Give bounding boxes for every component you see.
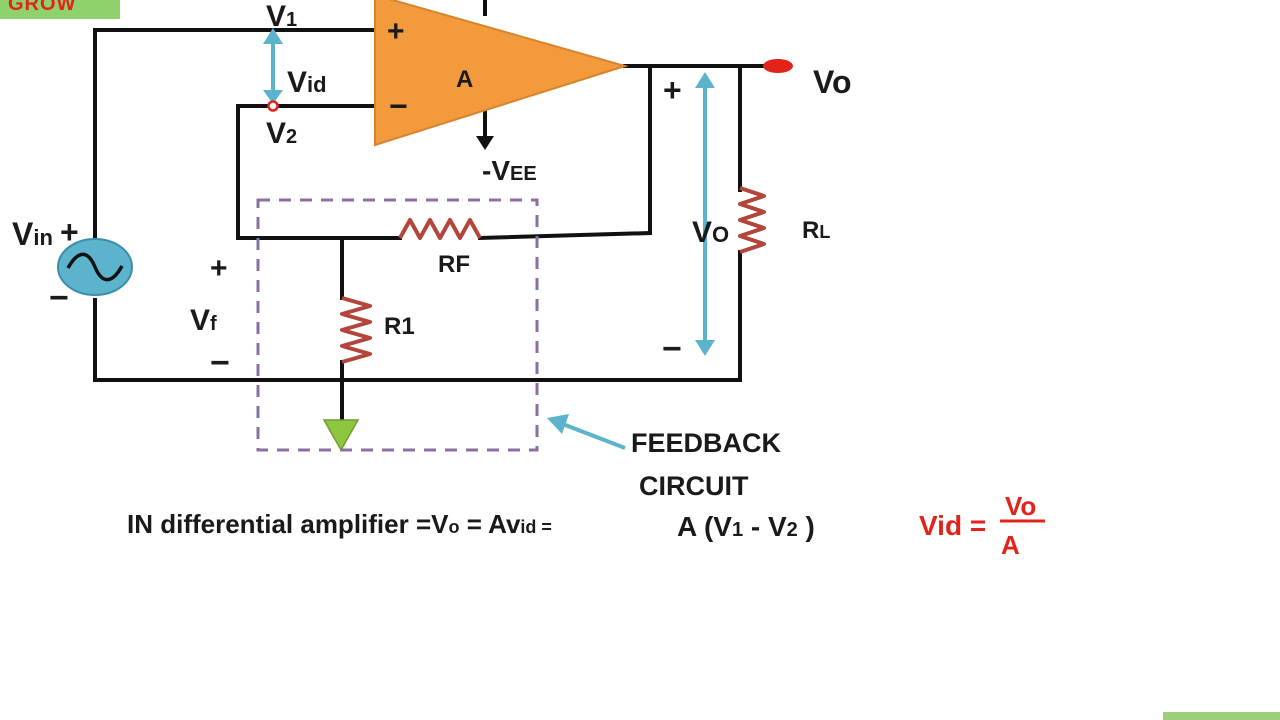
feedback-caption-line2: CIRCUIT — [639, 471, 749, 501]
feedback-caption-line1: FEEDBACK — [631, 428, 782, 458]
vid-formula-numerator: Vo — [1005, 491, 1036, 521]
output-terminal — [763, 59, 793, 73]
load-resistor — [738, 186, 766, 254]
opamp-triangle — [374, 0, 629, 147]
load-resistor-label: RL — [802, 217, 830, 244]
rf-label: RF — [438, 251, 470, 278]
vid-formula-denominator: A — [1001, 530, 1020, 560]
vin-minus-sign: − — [49, 279, 69, 317]
output-minus-sign: − — [662, 330, 682, 368]
vin-plus-sign: + — [60, 214, 79, 250]
v1-label: V1 — [266, 0, 297, 33]
opamp-plus-input: + — [387, 15, 405, 48]
vf-label: Vf — [190, 304, 217, 337]
feedback-resistor-rf — [398, 218, 482, 240]
vid-label: Vid — [287, 66, 327, 99]
sine-wave-icon — [66, 252, 124, 282]
r1-label: R1 — [384, 313, 415, 340]
vo-measurement-arrow — [695, 72, 715, 356]
vf-minus-sign: − — [210, 344, 230, 382]
logo-text: GROW — [8, 0, 77, 15]
v2-label: V2 — [266, 117, 297, 150]
output-label: Vo — [813, 64, 852, 100]
feedback-circuit-box — [256, 198, 539, 452]
gain-equation-rhs: A (V1 - V2 ) — [677, 511, 815, 542]
v2-node-marker — [267, 100, 279, 112]
vo-measure-label: VO — [692, 216, 729, 249]
vin-label: Vin — [12, 216, 53, 252]
feedback-resistor-r1 — [340, 296, 372, 364]
gain-equation: IN differential amplifier =Vo = Avid = — [127, 509, 552, 539]
vf-plus-sign: + — [210, 252, 228, 285]
negative-supply-label: -VEE — [482, 155, 537, 186]
ground-icon — [322, 419, 360, 452]
vid-formula-lhs: Vid = — [919, 510, 986, 541]
vid-measurement-arrow — [263, 28, 283, 104]
circuit-wires — [93, 0, 777, 422]
opamp-minus-input: − — [389, 88, 408, 124]
opamp-gain-label: A — [456, 66, 473, 93]
output-plus-sign: + — [663, 72, 682, 108]
feedback-callout-arrow — [547, 414, 626, 450]
corner-decoration — [1163, 712, 1280, 720]
logo-badge: GROW — [0, 0, 120, 19]
